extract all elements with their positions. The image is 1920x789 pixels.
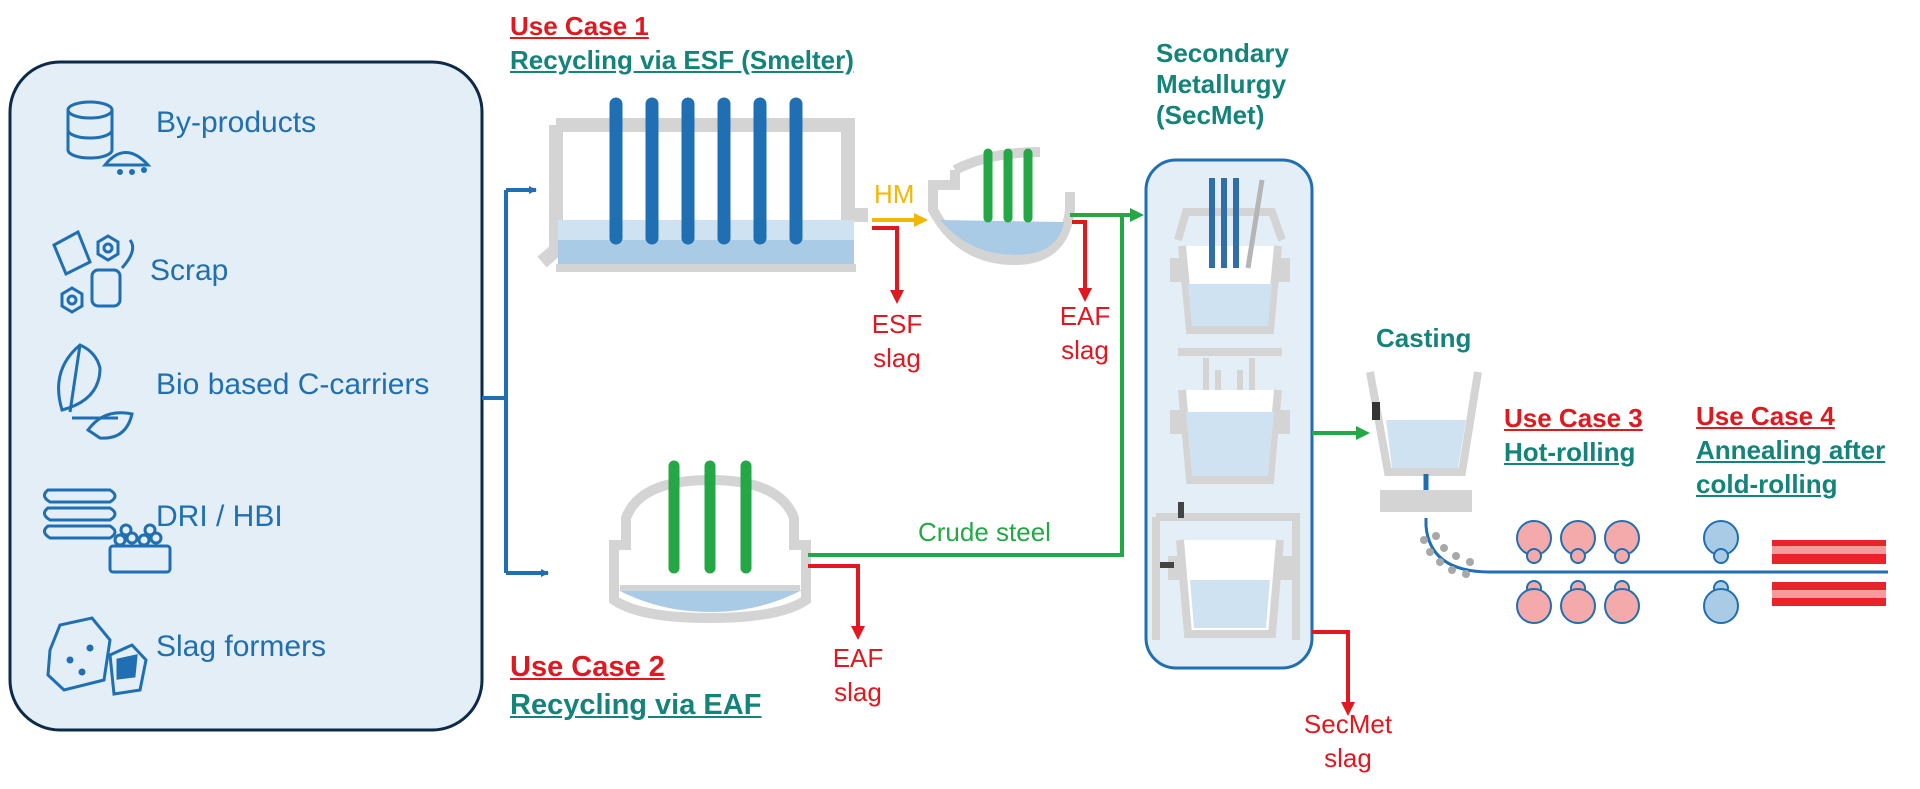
eaf-top-slag-line1: EAF: [1059, 301, 1111, 331]
secmet-slag-label: SecMet slag: [1300, 708, 1396, 776]
esf-slag-line1: ESF: [871, 309, 923, 339]
pellets-icon: [43, 488, 172, 574]
secmet-title-line3: (SecMet): [1156, 100, 1265, 131]
input-label-scrap: Scrap: [150, 254, 229, 287]
secmet-title: Secondary Metallurgy (SecMet): [1156, 38, 1289, 132]
annealing-furnace: [1772, 540, 1886, 606]
use-case-2-subtitle: Recycling via EAF: [510, 689, 762, 721]
eaf-bottom-slag-arrow: [808, 564, 865, 640]
esf-smelter: [537, 97, 868, 272]
casting-label: Casting: [1376, 323, 1472, 353]
secmet-ladle-2: [1170, 348, 1290, 484]
continuous-caster: [1420, 518, 1888, 578]
esf-slag-arrow: [872, 226, 904, 304]
eaf-top-slag-arrow: [1072, 220, 1092, 302]
eaf-bottom-slag-line1: EAF: [832, 643, 884, 673]
secmet-slag-line1: SecMet: [1303, 709, 1393, 739]
use-case-1-subtitle: Recycling via ESF (Smelter): [510, 45, 854, 75]
hm-label: HM: [874, 179, 915, 209]
eaf-bottom-slag-label: EAF slag: [827, 642, 889, 710]
green-arrowhead-secmet: [1130, 208, 1144, 222]
cold-rolling-stand: [1703, 520, 1739, 624]
hot-rolling-mill: [1516, 520, 1640, 624]
input-flow-arrows: [482, 186, 549, 577]
eaf-top-slag-line2: slag: [1061, 334, 1109, 365]
secmet-title-line1: Secondary: [1156, 38, 1289, 68]
secmet-title-line2: Metallurgy: [1156, 69, 1287, 100]
crude-steel-flow: [808, 213, 1132, 557]
secmet-slag-line2: slag: [1324, 742, 1372, 773]
leaf-icon: [57, 343, 134, 440]
secmet-slag-arrow: [1312, 630, 1355, 716]
secmet-ladle-1: [1170, 178, 1290, 334]
input-label-dri-hbi: DRI / HBI: [156, 500, 283, 533]
hm-arrow: [872, 213, 928, 227]
esf-slag-line2: slag: [873, 342, 921, 373]
use-case-2-title: Use Case 2: [510, 651, 665, 683]
esf-slag-label: ESF slag: [866, 308, 928, 376]
barrel-powder-icon: [66, 100, 152, 175]
input-label-by-products: By-products: [156, 106, 317, 139]
scrap-icon: [52, 229, 135, 314]
input-label-bio-carriers: Bio based C-carriers: [156, 368, 430, 401]
eaf-bottom-slag-line2: slag: [834, 676, 882, 707]
casting-ladle: [1366, 371, 1482, 512]
use-case-4-subtitle-line2: cold-rolling: [1696, 469, 1838, 499]
bottom-eaf: [609, 460, 811, 624]
input-label-slag-formers: Slag formers: [156, 630, 327, 663]
rocks-icon: [46, 616, 148, 696]
use-case-4-subtitle-line1: Annealing after: [1696, 435, 1886, 465]
eaf-top-slag-label: EAF slag: [1054, 300, 1116, 368]
use-case-3-subtitle: Hot-rolling: [1504, 437, 1636, 467]
crude-steel-label: Crude steel: [918, 517, 1051, 547]
secmet-ladle-3: [1152, 502, 1300, 640]
top-eaf: [928, 147, 1075, 266]
secmet-to-casting-arrow: [1312, 426, 1370, 440]
use-case-3-title: Use Case 3: [1504, 403, 1643, 433]
use-case-1-title: Use Case 1: [510, 11, 649, 41]
use-case-4-title: Use Case 4: [1696, 401, 1835, 431]
